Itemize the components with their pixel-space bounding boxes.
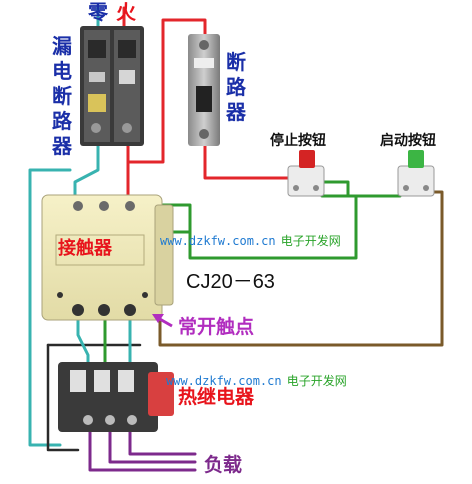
load-label: 负载 bbox=[204, 454, 243, 476]
watermark-1-url: www.dzkfw.com.cn bbox=[160, 234, 276, 248]
load-wire-2 bbox=[108, 423, 197, 464]
start-to-aux-wire bbox=[158, 190, 444, 347]
stop-button-label: 停止按钮 bbox=[270, 133, 326, 149]
neutral-wire-to-contactor bbox=[73, 138, 100, 207]
watermark-2: www.dzkfw.com.cn 电子开发网 bbox=[166, 372, 347, 388]
cyan-return-wire bbox=[28, 168, 72, 447]
breaker-to-stop-wire bbox=[203, 138, 292, 180]
start-button-device bbox=[397, 150, 435, 197]
watermark-2-url: www.dzkfw.com.cn bbox=[166, 374, 282, 388]
contactor-label: 接触器 bbox=[58, 238, 112, 259]
leakage-breaker-label: 漏电断路器 bbox=[52, 34, 72, 158]
thermal-relay-label: 热继电器 bbox=[178, 386, 255, 408]
start-button-label: 启动按钮 bbox=[380, 133, 436, 149]
stop-button-device bbox=[287, 150, 325, 197]
load-wire-1 bbox=[88, 423, 197, 472]
black-return-wire bbox=[46, 343, 80, 452]
load-wire-3 bbox=[128, 423, 197, 456]
live-wire-to-breaker bbox=[126, 18, 207, 164]
contactor-device bbox=[41, 194, 174, 321]
stop-to-start-wire bbox=[321, 180, 402, 198]
watermark-1-site: 电子开发网 bbox=[280, 234, 341, 248]
neutral-label: 零 bbox=[88, 0, 108, 24]
thermal-relay-device bbox=[58, 362, 174, 432]
leakage-breaker-device bbox=[80, 26, 144, 146]
breaker-device bbox=[188, 34, 220, 146]
breaker-label: 断路器 bbox=[226, 50, 246, 124]
start-to-coil-wire bbox=[161, 194, 358, 260]
watermark-1: www.dzkfw.com.cn 电子开发网 bbox=[160, 232, 341, 248]
live-label: 火 bbox=[116, 0, 136, 24]
nc-contact-label: 常开触点 bbox=[178, 316, 255, 338]
watermark-2-site: 电子开发网 bbox=[286, 374, 347, 388]
model-label: CJ20－63 bbox=[186, 271, 275, 293]
